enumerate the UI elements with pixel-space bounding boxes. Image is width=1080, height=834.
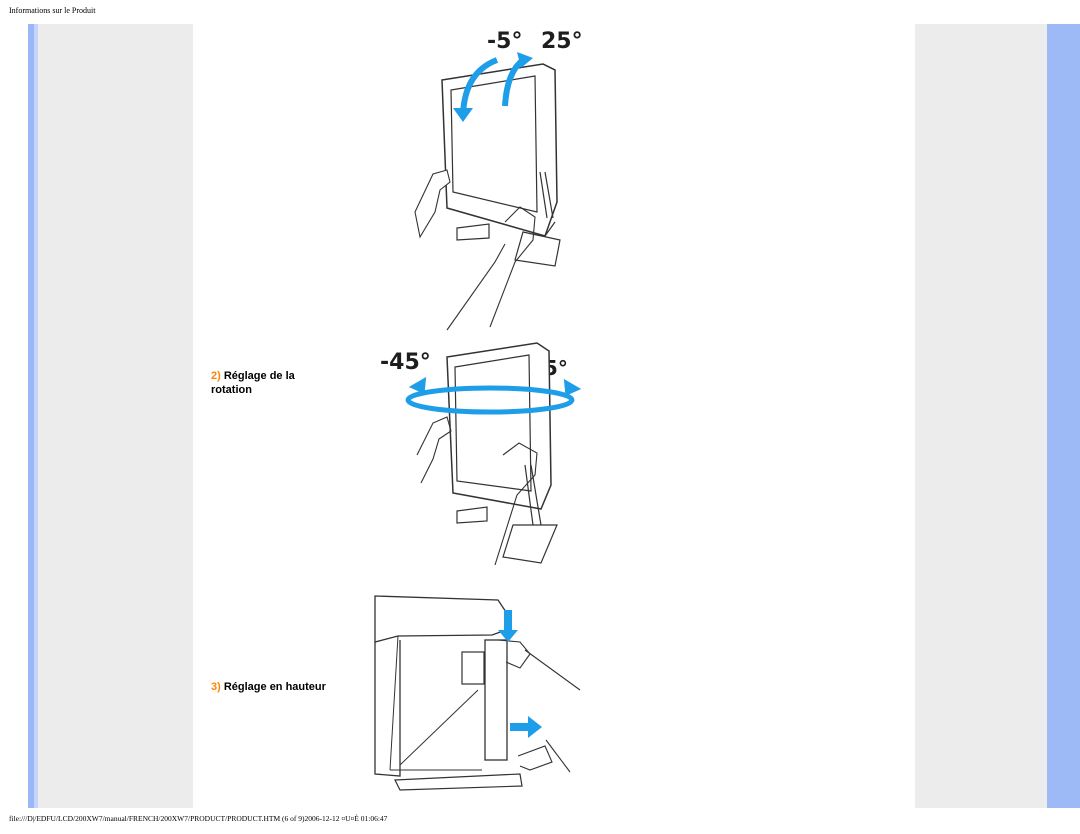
height-step-text: Réglage en hauteur — [223, 681, 326, 693]
height-step-number: 3) — [211, 681, 221, 693]
left-accent-bar — [28, 24, 34, 808]
tilt-angle-left-label: -5° — [487, 29, 522, 54]
tilt-angle-right-label: 25° — [541, 29, 583, 54]
left-accent-bar-light — [34, 24, 38, 808]
right-accent-bar — [1047, 24, 1080, 808]
rotation-adjustment-label: 2) Réglage de la rotation — [211, 369, 321, 397]
height-adjustment-label: 3) Réglage en hauteur — [211, 680, 361, 694]
left-side-panel — [38, 24, 193, 808]
rotation-angle-left-label: -45° — [380, 350, 431, 375]
right-side-panel — [915, 24, 1047, 808]
tilt-adjustment-illustration: -5° 25° — [414, 29, 583, 331]
height-adjustment-illustration — [374, 595, 581, 791]
rotation-adjustment-illustration: -45° 45° — [380, 342, 582, 566]
rotation-step-number: 2) — [211, 370, 221, 382]
rotation-step-text: Réglage de la rotation — [211, 370, 295, 396]
page-header-title: Informations sur le Produit — [9, 6, 96, 15]
page-footer-path: file:///D|/EDFU/LCD/200XW7/manual/FRENCH… — [9, 814, 388, 823]
